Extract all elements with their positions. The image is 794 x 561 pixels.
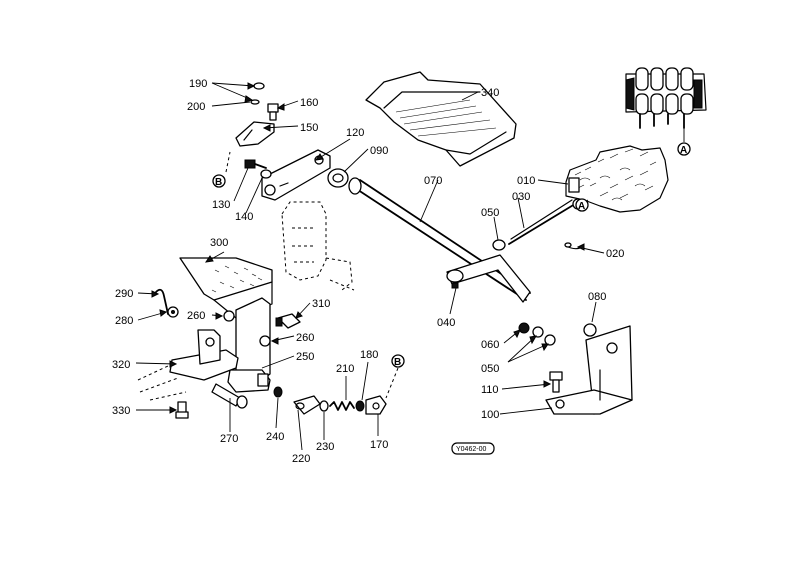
label-180: 180 (360, 349, 378, 361)
drawing-code-stamp: Y0462-00 (451, 442, 495, 455)
bracket-100 (545, 325, 633, 415)
label-260-lower: 260 (296, 332, 314, 344)
bushing-260b (259, 335, 271, 347)
collar-050b (532, 326, 556, 346)
label-240: 240 (266, 431, 284, 443)
dashed-guide-b (225, 151, 231, 173)
ref-marker-b-lower: B (391, 354, 405, 368)
label-010: 010 (517, 175, 535, 187)
bolt-110 (549, 371, 563, 393)
label-170: 170 (370, 439, 388, 451)
label-050-upper: 050 (481, 207, 499, 219)
ref-marker-b-upper: B (212, 174, 226, 188)
part-labels: 190 200 160 150 130 140 120 090 340 010 … (112, 78, 624, 465)
label-250: 250 (296, 351, 314, 363)
bracket-320 (169, 329, 239, 381)
label-030: 030 (512, 191, 530, 203)
label-140: 140 (235, 211, 253, 223)
leader-arrowheads (151, 82, 585, 414)
label-120: 120 (346, 127, 364, 139)
label-340: 340 (481, 87, 499, 99)
valve-block-top-right (625, 67, 707, 142)
label-160: 160 (300, 97, 318, 109)
ref-marker-a-mid: A (575, 198, 589, 212)
svg-text:A: A (680, 145, 687, 156)
spacer-080 (583, 323, 597, 337)
bolt-330 (175, 401, 189, 419)
nut-060 (518, 322, 530, 334)
shaft-070 (348, 177, 531, 301)
washer-280 (167, 306, 179, 318)
nut-140 (260, 169, 272, 179)
label-200: 200 (187, 101, 205, 113)
label-020: 020 (606, 248, 624, 260)
frame-ghost-outline (137, 201, 355, 401)
label-220: 220 (292, 453, 310, 465)
label-110: 110 (481, 384, 499, 396)
nut-240 (273, 386, 283, 398)
label-130: 130 (212, 199, 230, 211)
label-080: 080 (588, 291, 606, 303)
svg-text:Y0462-00: Y0462-00 (456, 446, 486, 453)
label-230: 230 (316, 441, 334, 453)
svg-text:A: A (578, 201, 585, 212)
nut-190 (253, 82, 265, 90)
label-090: 090 (370, 145, 388, 157)
label-310: 310 (312, 298, 330, 310)
label-060: 060 (481, 339, 499, 351)
label-300: 300 (210, 237, 228, 249)
spring-210 (329, 401, 355, 411)
label-190: 190 (189, 78, 207, 90)
nut-180 (355, 400, 365, 412)
shaft-arm-040 (446, 254, 531, 303)
cover-plate-340 (365, 71, 517, 167)
bolt-130 (244, 159, 267, 169)
spring-310 (275, 313, 301, 329)
label-320: 320 (112, 359, 130, 371)
label-290: 290 (115, 288, 133, 300)
pedal-arm-250 (227, 297, 271, 393)
label-150: 150 (300, 122, 318, 134)
label-330: 330 (112, 405, 130, 417)
bushing-090 (327, 168, 349, 188)
control-valve-010 (565, 145, 669, 213)
label-050-lower: 050 (481, 363, 499, 375)
bolt-160 (267, 103, 279, 121)
label-100: 100 (481, 409, 499, 421)
nut-230 (319, 400, 329, 412)
clevis-170 (365, 395, 387, 415)
label-070: 070 (424, 175, 442, 187)
ref-marker-a-top: A (677, 142, 691, 156)
label-040: 040 (437, 317, 455, 329)
label-270: 270 (220, 433, 238, 445)
label-280: 280 (115, 315, 133, 327)
svg-text:B: B (394, 357, 401, 368)
pin-290 (155, 288, 169, 315)
label-260-upper: 260 (187, 310, 205, 322)
collar-050a (492, 239, 506, 251)
dashed-guide-b2 (385, 367, 399, 399)
clevis-pin-270 (211, 383, 248, 409)
label-210: 210 (336, 363, 354, 375)
washer-200 (250, 99, 260, 105)
bushing-260a (223, 310, 235, 322)
svg-text:B: B (215, 177, 222, 188)
